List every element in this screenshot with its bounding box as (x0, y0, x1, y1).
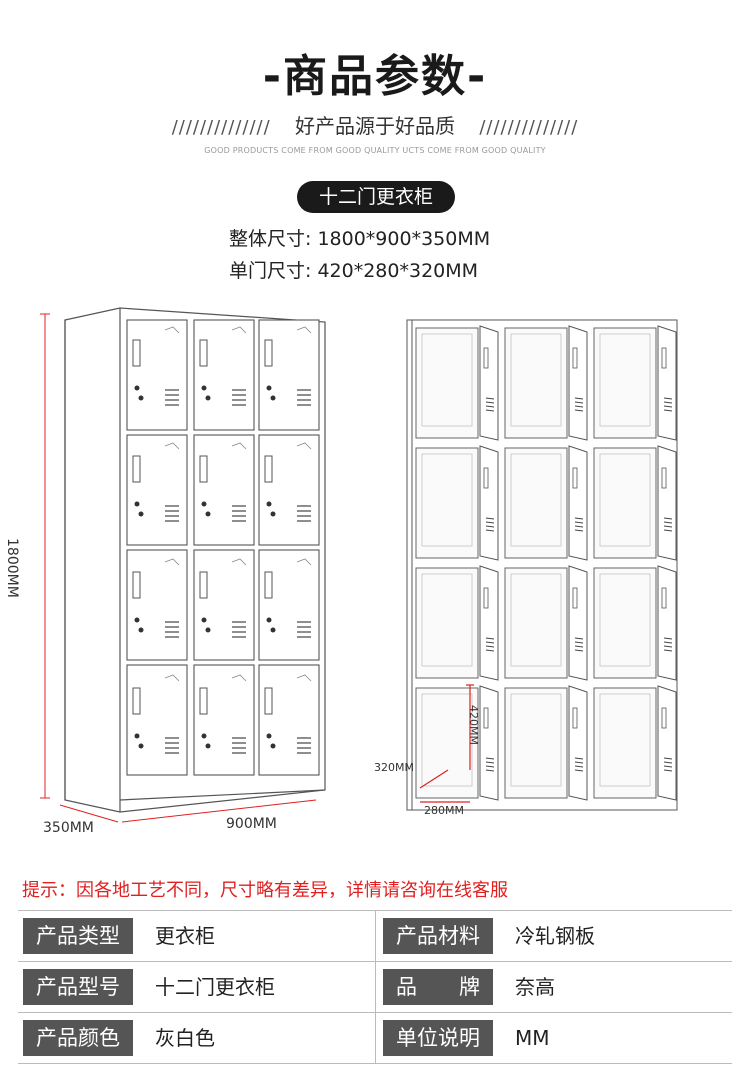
spec-label: 单位说明 (383, 1020, 493, 1056)
locker-door (193, 664, 255, 776)
locker-door (258, 434, 320, 546)
spec-table: 产品类型 更衣柜 产品材料 冷轧钢板 产品型号 十二门更衣柜 品 牌 奈高 产品… (18, 910, 732, 1064)
door-size-line: 单门尺寸: 420*280*320MM (229, 256, 478, 283)
open-locker-compartment (415, 445, 499, 561)
width-dimension-label: 900MM (226, 816, 277, 832)
subtitle: 好产品源于好品质 (295, 114, 455, 138)
product-name-badge: 十二门更衣柜 (297, 181, 455, 213)
spec-value: 更衣柜 (155, 924, 215, 948)
page-title: -商品参数- (262, 51, 488, 102)
locker-door (126, 434, 188, 546)
locker-door (258, 319, 320, 431)
open-locker-compartment (504, 325, 588, 441)
open-locker-compartment (593, 565, 677, 681)
open-locker-compartment (593, 445, 677, 561)
height-dimension-label: 1800MM (4, 538, 20, 598)
open-doors-grid (415, 325, 677, 801)
spec-row: 产品颜色 灰白色 单位说明 MM (18, 1013, 732, 1064)
open-locker-compartment (415, 325, 499, 441)
spec-row: 产品类型 更衣柜 产品材料 冷轧钢板 (18, 911, 732, 962)
spec-label: 产品型号 (23, 969, 133, 1005)
spec-value: 十二门更衣柜 (155, 975, 275, 999)
open-locker-compartment (593, 685, 677, 801)
door-height-label: 420MM (467, 705, 480, 745)
open-locker-compartment (415, 565, 499, 681)
locker-door (193, 434, 255, 546)
spec-value: 冷轧钢板 (515, 924, 595, 948)
closed-doors-grid (126, 319, 320, 776)
locker-door (258, 664, 320, 776)
product-drawing: 1800MM 350MM 900MM 420MM 320MM 280MM (0, 300, 750, 845)
subtitle-row: ////////////// 好产品源于好品质 ////////////// (0, 110, 750, 139)
locker-door (126, 549, 188, 661)
spec-label: 产品材料 (383, 918, 493, 954)
open-locker-compartment (415, 685, 499, 801)
slash-decor-left: ////////////// (171, 117, 271, 138)
overall-size-line: 整体尺寸: 1800*900*350MM (229, 224, 490, 251)
spec-value: MM (515, 1026, 550, 1050)
spec-value: 灰白色 (155, 1026, 215, 1050)
overall-size-value: 1800*900*350MM (317, 228, 491, 250)
notice-text: 提示：因各地工艺不同，尺寸略有差异，详情请咨询在线客服 (22, 880, 508, 901)
english-tagline: GOOD PRODUCTS COME FROM GOOD QUALITY UCT… (204, 146, 546, 155)
open-locker-compartment (593, 325, 677, 441)
slash-decor-right: ////////////// (479, 117, 579, 138)
spec-label: 产品颜色 (23, 1020, 133, 1056)
locker-door (126, 664, 188, 776)
door-size-label: 单门尺寸: (229, 260, 312, 282)
door-size-value: 420*280*320MM (317, 260, 479, 282)
open-locker-compartment (504, 685, 588, 801)
depth-dimension-label: 350MM (43, 820, 94, 836)
door-width-label: 280MM (424, 804, 464, 817)
locker-illustration (40, 307, 678, 823)
locker-door (193, 549, 255, 661)
spec-value: 奈高 (515, 975, 555, 999)
locker-door (193, 319, 255, 431)
spec-label: 产品类型 (23, 918, 133, 954)
open-locker-compartment (504, 565, 588, 681)
open-locker-compartment (504, 445, 588, 561)
spec-label: 品 牌 (383, 969, 493, 1005)
door-depth-label: 320MM (374, 761, 414, 774)
overall-size-label: 整体尺寸: (229, 228, 312, 250)
locker-door (126, 319, 188, 431)
spec-row: 产品型号 十二门更衣柜 品 牌 奈高 (18, 962, 732, 1013)
locker-door (258, 549, 320, 661)
title-section: -商品参数- (0, 40, 750, 104)
